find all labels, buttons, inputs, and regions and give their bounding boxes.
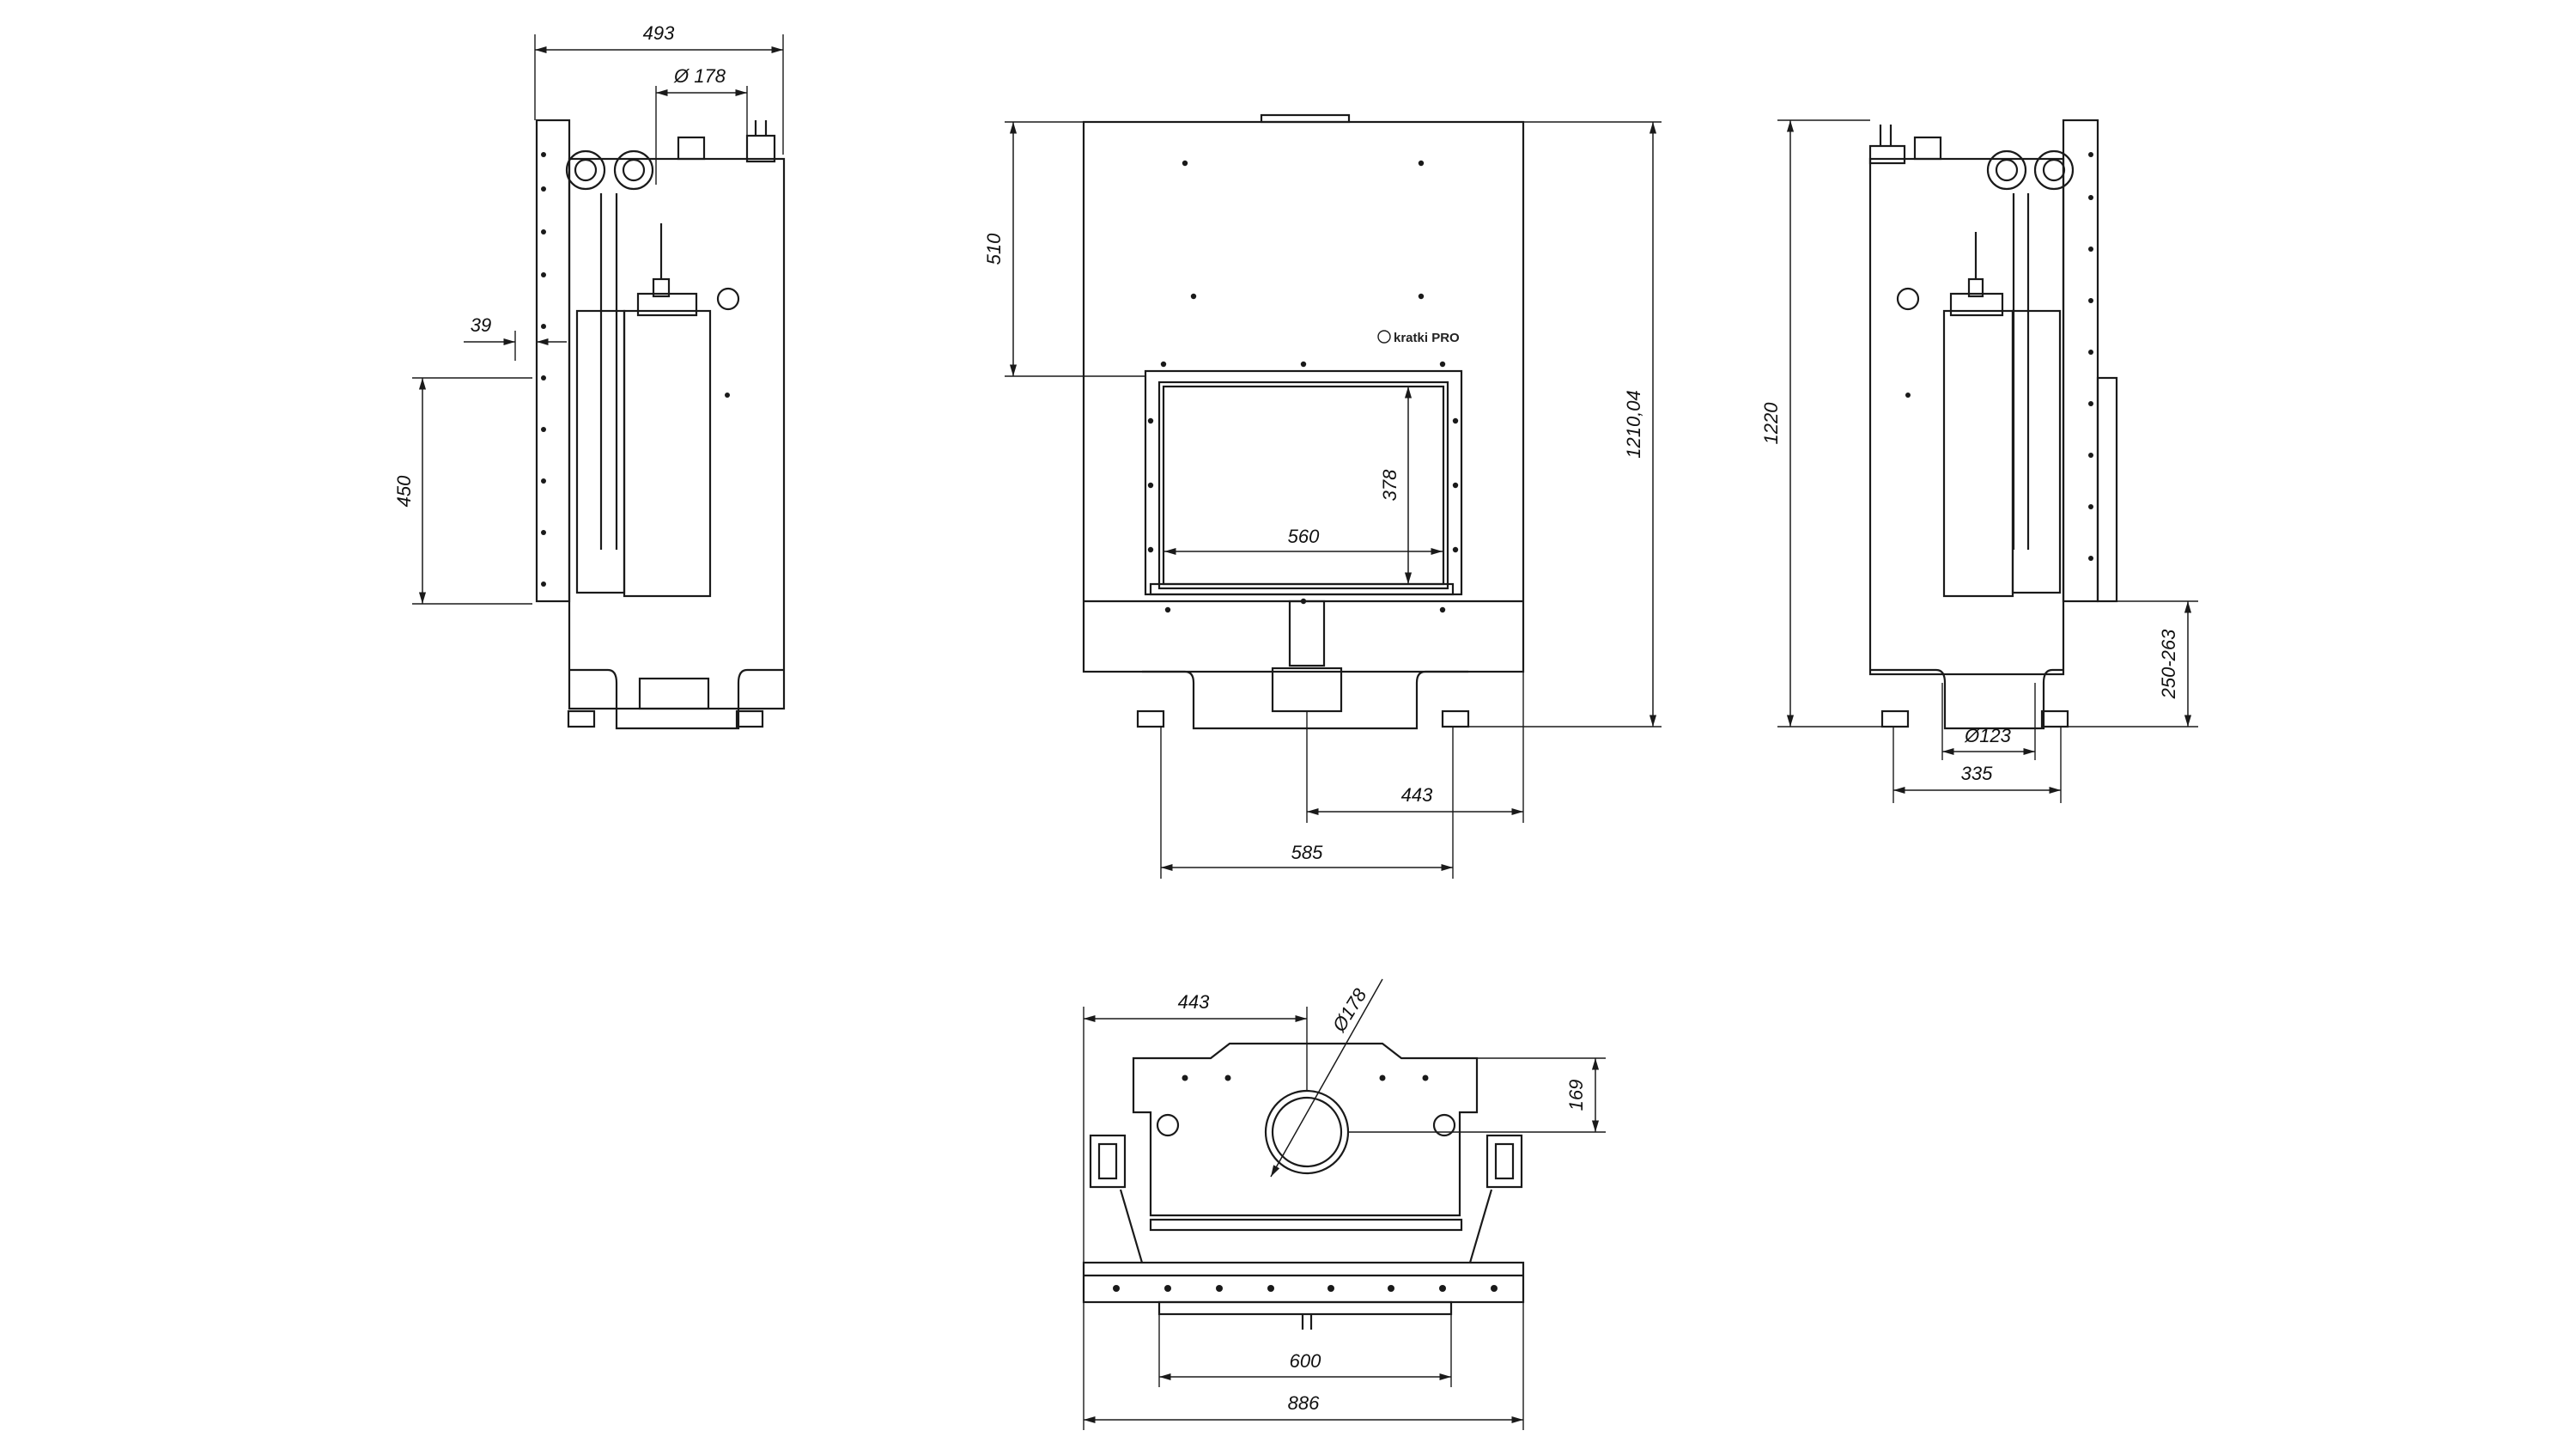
right-side-view: 1220 250-263 Ø123 335 — [1760, 119, 2198, 803]
dim-169: 169 — [1565, 1080, 1587, 1111]
brand-logo-text: kratki PRO — [1394, 331, 1460, 345]
dim-560: 560 — [1288, 526, 1320, 547]
dim-886: 886 — [1288, 1392, 1320, 1414]
dim-443-top: 443 — [1178, 991, 1210, 1013]
dim-510: 510 — [983, 233, 1005, 265]
dim-600: 600 — [1290, 1350, 1321, 1372]
dim-39: 39 — [471, 314, 491, 336]
dim-250-263: 250-263 — [2158, 629, 2179, 700]
dim-493: 493 — [643, 22, 675, 44]
dim-450: 450 — [393, 475, 415, 507]
dim-diameter-178: Ø 178 — [673, 65, 726, 87]
dim-443-front: 443 — [1401, 784, 1433, 806]
dim-585: 585 — [1291, 842, 1323, 863]
dim-1220: 1220 — [1760, 402, 1782, 445]
dim-335: 335 — [1961, 763, 1993, 784]
dim-1210: 1210,04 — [1623, 390, 1644, 459]
top-view: 443 Ø178 169 600 886 — [1082, 978, 1606, 1430]
brand-logo: kratki PRO — [1377, 330, 1460, 345]
front-view: kratki PRO 510 1210,04 — [983, 113, 1662, 879]
left-side-view: 493 Ø 178 — [393, 22, 786, 730]
dim-378: 378 — [1379, 469, 1400, 501]
dim-diameter-123: Ø123 — [1964, 725, 2012, 746]
